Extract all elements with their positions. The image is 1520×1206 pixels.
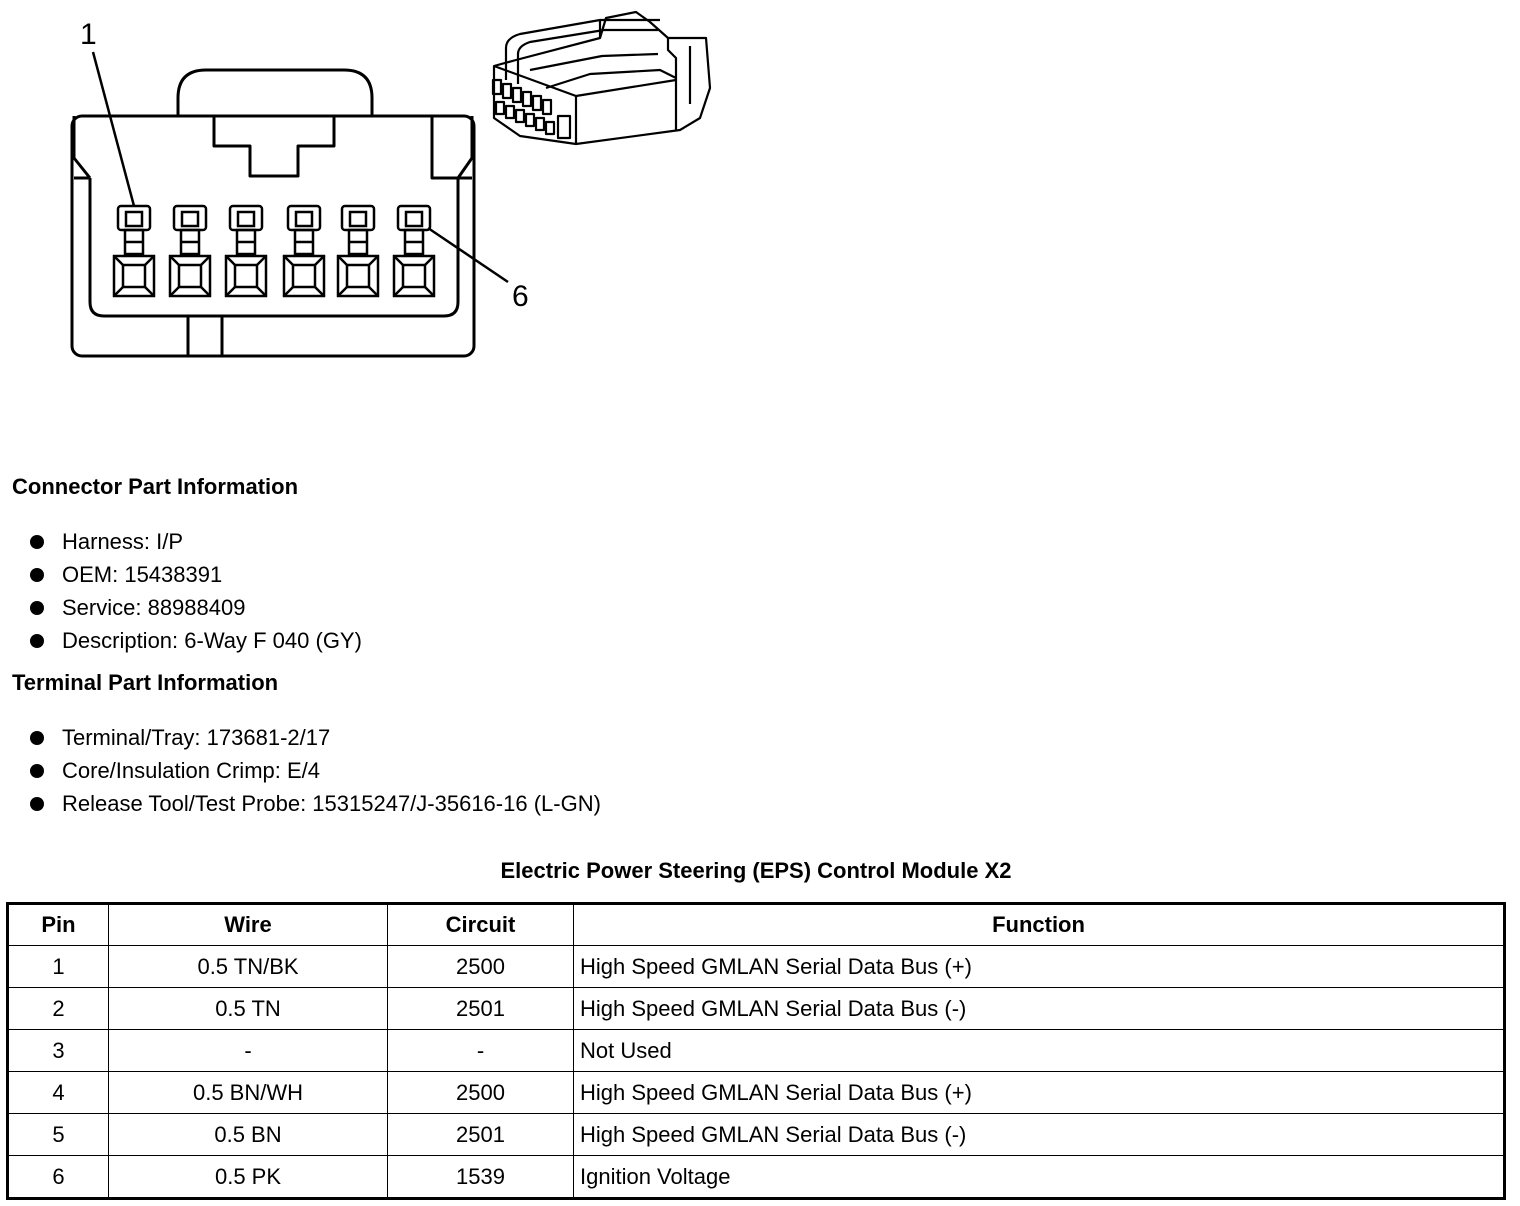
terminal-info-heading: Terminal Part Information [12,670,279,695]
list-item: OEM: 15438391 [28,558,362,591]
bullet-icon [30,731,44,745]
cell-wire: - [108,1029,388,1072]
pin-label-first: 1 [80,18,97,51]
terminal-cavity [392,204,436,298]
cell-circuit: 2500 [387,1071,574,1114]
terminal-cavities [112,204,436,298]
cell-function: High Speed GMLAN Serial Data Bus (+) [573,1071,1505,1114]
bullet-icon [30,764,44,778]
column-header-circuit: Circuit [387,903,574,946]
bullet-icon [30,634,44,648]
table-row: 4 0.5 BN/WH 2500 High Speed GMLAN Serial… [7,1071,1505,1114]
cell-wire: 0.5 TN/BK [108,945,388,988]
terminal-cavity [336,204,380,298]
list-item: Release Tool/Test Probe: 15315247/J-3561… [28,787,601,820]
cell-function: Ignition Voltage [573,1155,1505,1199]
cell-function: High Speed GMLAN Serial Data Bus (+) [573,945,1505,988]
cell-wire: 0.5 PK [108,1155,388,1199]
cell-pin: 3 [7,1029,109,1072]
pinout-table: Pin Wire Circuit Function 1 0.5 TN/BK 25… [6,902,1506,1200]
list-item: Service: 88988409 [28,591,362,624]
cell-circuit: - [387,1029,574,1072]
bullet-icon [30,797,44,811]
table-header-row: Pin Wire Circuit Function [7,903,1505,946]
cell-circuit: 2501 [387,987,574,1030]
table-row: 5 0.5 BN 2501 High Speed GMLAN Serial Da… [7,1113,1505,1156]
cell-pin: 4 [7,1071,109,1114]
list-item: Terminal/Tray: 173681-2/17 [28,721,601,754]
cell-wire: 0.5 BN/WH [108,1071,388,1114]
table-row: 6 0.5 PK 1539 Ignition Voltage [7,1155,1505,1199]
list-item: Description: 6-Way F 040 (GY) [28,624,362,657]
list-item: Core/Insulation Crimp: E/4 [28,754,601,787]
table-row: 1 0.5 TN/BK 2500 High Speed GMLAN Serial… [7,945,1505,988]
bullet-icon [30,535,44,549]
table-row: 2 0.5 TN 2501 High Speed GMLAN Serial Da… [7,987,1505,1030]
cell-circuit: 1539 [387,1155,574,1199]
terminal-cavity [112,204,156,298]
terminal-info-list: Terminal/Tray: 173681-2/17 Core/Insulati… [28,721,601,820]
connector-diagram: 1 6 [70,10,712,358]
bullet-icon [30,601,44,615]
cell-pin: 2 [7,987,109,1030]
terminal-cavity [282,204,326,298]
terminal-cavity [168,204,212,298]
column-header-function: Function [573,903,1505,946]
connector-info-list: Harness: I/P OEM: 15438391 Service: 8898… [28,525,362,657]
cell-function: High Speed GMLAN Serial Data Bus (-) [573,1113,1505,1156]
bullet-icon [30,568,44,582]
terminal-cavity [224,204,268,298]
column-header-wire: Wire [108,903,388,946]
cell-pin: 6 [7,1155,109,1199]
cell-circuit: 2501 [387,1113,574,1156]
cell-function: High Speed GMLAN Serial Data Bus (-) [573,987,1505,1030]
connector-info-heading: Connector Part Information [12,474,299,499]
connector-isometric [491,10,712,146]
column-header-pin: Pin [7,903,109,946]
table-title: Electric Power Steering (EPS) Control Mo… [500,858,1012,883]
cell-wire: 0.5 TN [108,987,388,1030]
list-item: Harness: I/P [28,525,362,558]
cell-pin: 1 [7,945,109,988]
cell-pin: 5 [7,1113,109,1156]
cell-function: Not Used [573,1029,1505,1072]
cell-wire: 0.5 BN [108,1113,388,1156]
table-row: 3 - - Not Used [7,1029,1505,1072]
cell-circuit: 2500 [387,945,574,988]
pin-label-last: 6 [512,280,529,313]
